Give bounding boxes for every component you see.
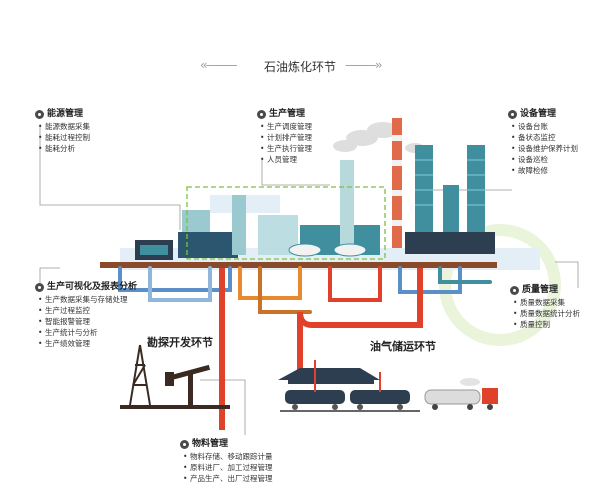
stage-storage: 油气储运环节	[370, 340, 436, 353]
equipment-icon	[508, 109, 517, 119]
plant-middle	[135, 160, 380, 260]
module-equipment: 设备管理 设备台账 备状态监控 设备维护保养计划 设备巡检 故障检修	[508, 108, 578, 176]
stage-upstream: 勘探开发环节	[147, 336, 213, 349]
towers-right	[405, 145, 495, 254]
chimney	[392, 118, 402, 248]
list-item: 能耗过程控制	[38, 132, 90, 143]
list-item: 设备维护保养计划	[511, 143, 578, 154]
list-item: 质量数据统计分析	[513, 308, 580, 319]
list-item: 能源数据采集	[38, 121, 90, 132]
tanker-truck	[424, 378, 498, 410]
arrow-right-icon: ———››	[345, 58, 383, 72]
list-item: 质量数据采集	[513, 297, 580, 308]
list-item: 产品生产、出厂过程管理	[183, 473, 272, 484]
module-title: 设备管理	[520, 109, 557, 119]
list-item: 设备台账	[511, 121, 578, 132]
energy-icon	[35, 109, 44, 119]
list-item: 生产绩效管理	[38, 338, 137, 349]
module-production: 生产管理 生产调度管理 计划排产管理 生产执行管理 人员管理	[257, 108, 312, 165]
pump-jack	[120, 364, 230, 409]
module-title: 生产管理	[269, 109, 306, 119]
storage-station	[278, 360, 420, 412]
list-item: 计划排产管理	[260, 132, 312, 143]
module-materials: 物料管理 物料存储、移动跟踪计量 原料进厂、加工过程管理 产品生产、出厂过程管理	[180, 438, 273, 484]
module-energy: 能源管理 能源数据采集 能耗过程控制 能耗分析	[35, 108, 90, 154]
smoke	[333, 122, 425, 153]
leader-lines	[39, 125, 579, 435]
oil-derrick	[129, 344, 151, 406]
list-item: 生产统计与分析	[38, 327, 137, 338]
list-item: 原料进厂、加工过程管理	[183, 462, 272, 473]
list-item: 设备巡检	[511, 154, 578, 165]
module-title: 物料管理	[192, 439, 229, 449]
page-title: 石油炼化环节	[263, 60, 336, 74]
production-icon	[257, 109, 266, 119]
list-item: 备状态监控	[511, 132, 578, 143]
quality-icon	[510, 285, 519, 295]
list-item: 生产过程监控	[38, 305, 137, 316]
module-title: 质量管理	[522, 285, 559, 295]
list-item: 物料存储、移动跟踪计量	[183, 451, 272, 462]
module-visualization: 生产可视化及报表分析 生产数据采集与存储处理 生产过程监控 智能报警管理 生产统…	[35, 281, 137, 349]
chart-icon	[35, 282, 44, 292]
list-item: 生产调度管理	[260, 121, 312, 132]
module-title: 生产可视化及报表分析	[47, 282, 138, 292]
list-item: 生产执行管理	[260, 143, 312, 154]
module-quality: 质量管理 质量数据采集 质量数据统计分析 质量控制	[510, 284, 580, 330]
pipes	[118, 266, 492, 314]
list-item: 生产数据采集与存储处理	[38, 294, 137, 305]
ground	[100, 262, 497, 268]
list-item: 人员管理	[260, 154, 312, 165]
list-item: 能耗分析	[38, 143, 90, 154]
arrow-left-icon: ‹‹———	[200, 58, 238, 72]
materials-icon	[180, 439, 189, 449]
module-title: 能源管理	[47, 109, 84, 119]
list-item: 智能报警管理	[38, 316, 137, 327]
production-zone	[186, 186, 386, 260]
list-item: 质量控制	[513, 319, 580, 330]
list-item: 故障检修	[511, 165, 578, 176]
